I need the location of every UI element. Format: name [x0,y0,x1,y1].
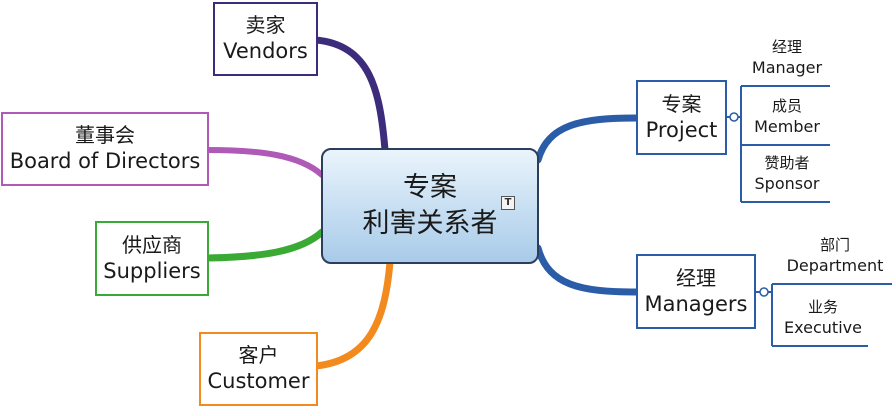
project-child-sponsor[interactable]: 赞助者 Sponsor [744,154,830,194]
executive-label-en: Executive [784,317,862,337]
connector-vendors [312,36,389,154]
connector-managers [534,244,640,296]
member-label-zh: 成员 [771,97,802,115]
connector-project [534,114,640,164]
managers-children-connector [756,283,892,347]
central-topic-line2: 利害关系者 [362,208,498,239]
managers-label-zh: 经理 [676,265,716,290]
project-child-member[interactable]: 成员 Member [744,97,830,137]
project-label-zh: 专案 [661,91,702,116]
customer-label-zh: 客户 [238,343,279,368]
central-topic-line1: 专案 [403,171,457,203]
manager-label-zh: 经理 [771,38,802,56]
vendors-node[interactable]: 卖家 Vendors [213,2,318,76]
project-expand-icon[interactable] [729,112,739,122]
board-label-zh: 董事会 [75,123,135,148]
suppliers-label-en: Suppliers [103,258,201,283]
vendors-label-en: Vendors [223,39,308,64]
member-label-en: Member [754,116,820,136]
manager-label-en: Manager [751,57,823,77]
project-node[interactable]: 专案 Project [636,80,727,155]
vendors-label-zh: 卖家 [245,13,286,38]
sponsor-label-zh: 赞助者 [764,154,810,172]
managers-child-department[interactable]: 部门 Department [777,236,893,276]
customer-node[interactable]: 客户 Customer [199,332,318,406]
note-icon[interactable]: T [501,196,515,210]
connector-board [205,147,325,178]
central-topic[interactable]: 专案 利害关系者 T [321,148,539,264]
executive-label-zh: 业务 [807,298,838,316]
managers-child-executive[interactable]: 业务 Executive [777,298,869,338]
customer-label-en: Customer [207,369,310,394]
managers-expand-icon[interactable] [759,287,769,297]
board-node[interactable]: 董事会 Board of Directors [1,112,209,186]
board-label-en: Board of Directors [9,149,201,174]
project-children-connector [727,85,830,203]
department-label-zh: 部门 [819,236,850,254]
suppliers-label-zh: 供应商 [122,232,182,257]
project-child-manager[interactable]: 经理 Manager [744,38,830,78]
sponsor-label-en: Sponsor [754,173,820,193]
managers-node[interactable]: 经理 Managers [636,254,756,329]
project-label-en: Project [645,117,718,142]
connector-customer [312,258,394,370]
suppliers-node[interactable]: 供应商 Suppliers [95,221,209,296]
connector-suppliers [204,228,326,262]
department-label-en: Department [786,255,884,275]
managers-label-en: Managers [644,291,748,316]
